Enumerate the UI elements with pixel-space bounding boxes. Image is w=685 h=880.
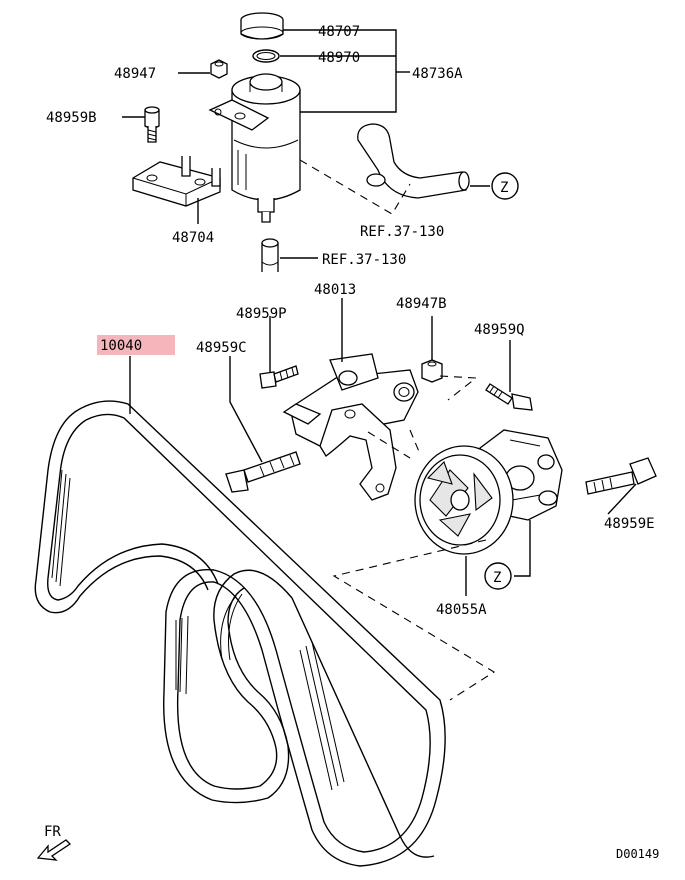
- nut-48947b: [421, 359, 443, 383]
- part-highlight: [97, 335, 175, 355]
- power-steering-pump-48055a: [414, 429, 563, 555]
- nut-48947: [210, 59, 228, 79]
- label-10040: 10040: [100, 338, 142, 354]
- bolt-48959c: [225, 451, 301, 493]
- label-48736a: 48736A: [412, 66, 463, 82]
- label-48959e: 48959E: [604, 516, 655, 532]
- label-48055a: 48055A: [436, 602, 487, 618]
- hose-stub: [261, 238, 279, 272]
- bolt-48959e: [585, 457, 657, 495]
- drive-belt-10040: [34, 400, 446, 867]
- bolt-48959q: [485, 383, 533, 411]
- label-48959q: 48959Q: [474, 322, 525, 338]
- reservoir-cap: [240, 12, 284, 40]
- ref-circle-bottom: [484, 562, 512, 590]
- label-48970: 48970: [318, 50, 360, 66]
- label-z-top: Z: [500, 180, 508, 196]
- bolt-48959p: [259, 365, 299, 389]
- label-48959c: 48959C: [196, 340, 247, 356]
- diagram-code: D00149: [616, 847, 659, 861]
- label-48707: 48707: [318, 24, 360, 40]
- ref-circle-top: [491, 172, 519, 200]
- front-direction-arrow: [36, 839, 72, 861]
- label-ref-37-130-hose: REF.37-130: [360, 224, 444, 240]
- bracket-48704: [132, 156, 221, 207]
- label-48013: 48013: [314, 282, 356, 298]
- label-48959b: 48959B: [46, 110, 97, 126]
- return-hose: [357, 123, 470, 199]
- label-48947b: 48947B: [396, 296, 447, 312]
- label-48947: 48947: [114, 66, 156, 82]
- label-z-bottom: Z: [493, 570, 501, 586]
- reservoir-tank: [208, 73, 301, 223]
- label-48704: 48704: [172, 230, 214, 246]
- o-ring: [252, 49, 280, 63]
- bolt-48959b: [144, 106, 160, 143]
- label-48959p: 48959P: [236, 306, 287, 322]
- pump-bracket-48013: [282, 353, 419, 501]
- label-ref-37-130-stub: REF.37-130: [322, 252, 406, 268]
- label-fr: FR: [44, 824, 61, 840]
